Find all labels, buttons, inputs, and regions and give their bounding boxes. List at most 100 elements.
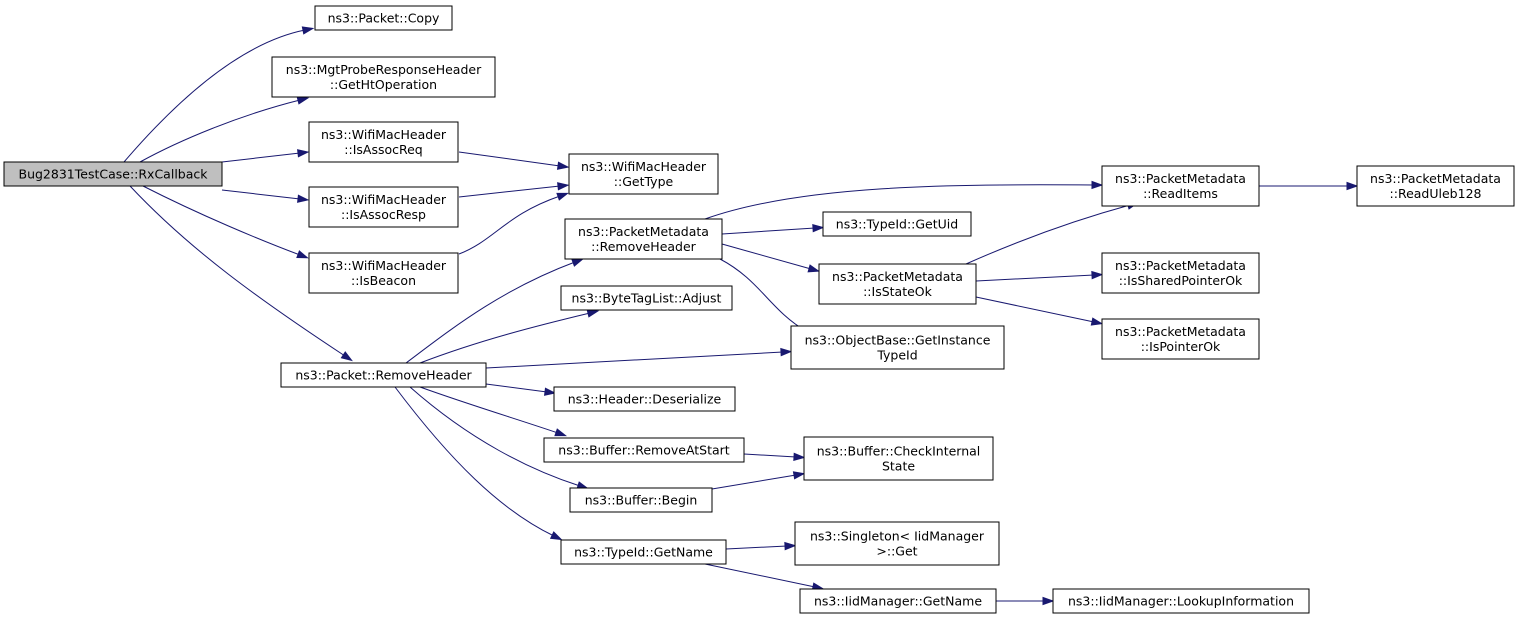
- edge-iidmanager-get-name-to-lookup-information: [996, 596, 1055, 606]
- node-box: [564, 218, 723, 260]
- node-buffer-remove-at-start[interactable]: ns3::Buffer::RemoveAtStart: [543, 437, 745, 463]
- node-box: [569, 487, 713, 513]
- node-label: ns3::PacketMetadata: [1115, 258, 1246, 273]
- edge-line: [704, 184, 1095, 220]
- node-label: ::GetType: [614, 174, 674, 189]
- node-label: ns3::WifiMacHeader: [321, 127, 447, 142]
- edge-metadata-remove-header-to-typeid-get-uid: [721, 223, 825, 235]
- arrowhead-icon: [807, 264, 821, 273]
- edge-rxcallback-to-is-beacon: [142, 185, 309, 259]
- node-box: [794, 521, 1000, 566]
- node-is-assoc-req[interactable]: ns3::WifiMacHeader::IsAssocReq: [308, 121, 459, 163]
- node-box: [553, 386, 736, 412]
- arrowhead-icon: [296, 250, 309, 259]
- node-typeid-get-uid[interactable]: ns3::TypeId::GetUid: [822, 211, 972, 237]
- node-label: ::IsAssocReq: [344, 142, 422, 157]
- node-label: ::IsPointerOk: [1141, 339, 1221, 354]
- node-label: ns3::Buffer::RemoveAtStart: [558, 443, 730, 458]
- arrowhead-icon: [792, 471, 806, 480]
- edge-line: [458, 195, 561, 255]
- node-box: [568, 153, 719, 195]
- node-is-shared-pointer-ok[interactable]: ns3::PacketMetadata::IsSharedPointerOk: [1101, 252, 1260, 294]
- node-label: ns3::Singleton< IidManager: [810, 529, 985, 544]
- node-metadata-remove-header[interactable]: ns3::PacketMetadata::RemoveHeader: [564, 218, 723, 260]
- node-box: [560, 285, 733, 311]
- node-label: ::IsStateOk: [863, 284, 933, 299]
- arrowhead-icon: [557, 182, 570, 191]
- node-label: ns3::TypeId::GetName: [574, 545, 713, 560]
- edge-packet-remove-header-to-header-deserialize: [485, 383, 557, 396]
- node-get-ht-operation[interactable]: ns3::MgtProbeResponseHeader::GetHtOperat…: [271, 56, 496, 98]
- node-box: [1356, 165, 1515, 207]
- edge-line: [419, 386, 559, 434]
- edge-rxcallback-to-get-ht-operation: [139, 96, 310, 163]
- node-box: [803, 436, 994, 481]
- node-packet-remove-header[interactable]: ns3::Packet::RemoveHeader: [280, 362, 487, 388]
- edge-line: [221, 152, 301, 163]
- node-box: [818, 263, 977, 305]
- arrowhead-icon: [793, 452, 806, 462]
- node-is-assoc-resp[interactable]: ns3::WifiMacHeader::IsAssocResp: [308, 186, 459, 228]
- node-iidmanager-get-name[interactable]: ns3::IidManager::GetName: [799, 588, 997, 614]
- arrowhead-icon: [1346, 181, 1359, 191]
- node-label: ns3::Packet::RemoveHeader: [295, 368, 472, 383]
- node-get-type[interactable]: ns3::WifiMacHeader::GetType: [568, 153, 719, 195]
- edge-metadata-remove-header-to-read-items: [704, 180, 1104, 220]
- node-packet-copy[interactable]: ns3::Packet::Copy: [314, 5, 453, 31]
- arrowhead-icon: [340, 351, 353, 362]
- node-rxcallback[interactable]: Bug2831TestCase::RxCallback: [3, 161, 223, 187]
- edge-line: [725, 545, 788, 550]
- edge-is-beacon-to-get-type: [458, 192, 569, 255]
- node-label: ns3::WifiMacHeader: [581, 159, 707, 174]
- node-label: ns3::PacketMetadata: [1370, 171, 1501, 186]
- node-label: ns3::IidManager::LookupInformation: [1068, 594, 1294, 609]
- arrowhead-icon: [549, 531, 563, 541]
- node-header-deserialize[interactable]: ns3::Header::Deserialize: [553, 386, 736, 412]
- edge-line: [123, 29, 306, 163]
- node-label: ns3::IidManager::GetName: [814, 594, 982, 609]
- node-lookup-information[interactable]: ns3::IidManager::LookupInformation: [1052, 588, 1310, 614]
- edge-line: [721, 227, 816, 235]
- function-nodes: Bug2831TestCase::RxCallbackns3::Packet::…: [3, 5, 1515, 614]
- node-label: ::IsBeacon: [351, 273, 416, 288]
- node-bytetaglist-adjust[interactable]: ns3::ByteTagList::Adjust: [560, 285, 733, 311]
- arrowhead-icon: [543, 387, 557, 396]
- arrowhead-icon: [296, 96, 310, 105]
- edge-read-items-to-read-uleb128: [1259, 181, 1359, 191]
- node-buffer-begin[interactable]: ns3::Buffer::Begin: [569, 487, 713, 513]
- edge-line: [721, 243, 812, 270]
- arrowhead-icon: [1090, 317, 1104, 326]
- node-read-uleb128[interactable]: ns3::PacketMetadata::ReadUleb128: [1356, 165, 1515, 207]
- arrowhead-icon: [297, 194, 310, 203]
- node-is-state-ok[interactable]: ns3::PacketMetadata::IsStateOk: [818, 263, 977, 305]
- node-typeid-get-name[interactable]: ns3::TypeId::GetName: [560, 539, 727, 565]
- edge-line: [221, 189, 301, 200]
- node-box: [543, 437, 745, 463]
- node-label: ns3::WifiMacHeader: [321, 192, 447, 207]
- arrowhead-icon: [554, 428, 568, 437]
- node-label: TypeId: [876, 348, 917, 363]
- node-singleton-get[interactable]: ns3::Singleton< IidManager>::Get: [794, 521, 1000, 566]
- edge-line: [139, 99, 301, 163]
- node-box: [799, 588, 997, 614]
- node-box: [1052, 588, 1310, 614]
- edge-packet-remove-header-to-buffer-remove-at-start: [419, 386, 568, 437]
- node-label: ns3::WifiMacHeader: [321, 258, 447, 273]
- edge-line: [394, 386, 555, 537]
- node-box: [822, 211, 972, 237]
- node-label: ns3::Buffer::Begin: [585, 493, 698, 508]
- node-is-beacon[interactable]: ns3::WifiMacHeader::IsBeacon: [308, 252, 459, 294]
- edge-line: [975, 274, 1095, 282]
- arrowhead-icon: [586, 309, 600, 318]
- edge-packet-remove-header-to-typeid-get-name: [394, 386, 563, 541]
- node-is-pointer-ok[interactable]: ns3::PacketMetadata::IsPointerOk: [1101, 318, 1260, 360]
- edge-line: [129, 185, 346, 357]
- node-read-items[interactable]: ns3::PacketMetadata::ReadItems: [1101, 165, 1260, 207]
- edge-packet-remove-header-to-get-instance-typeid: [485, 347, 793, 369]
- node-box: [1101, 165, 1260, 207]
- edge-rxcallback-to-packet-copy: [123, 26, 315, 163]
- edge-is-assoc-resp-to-get-type: [458, 182, 570, 198]
